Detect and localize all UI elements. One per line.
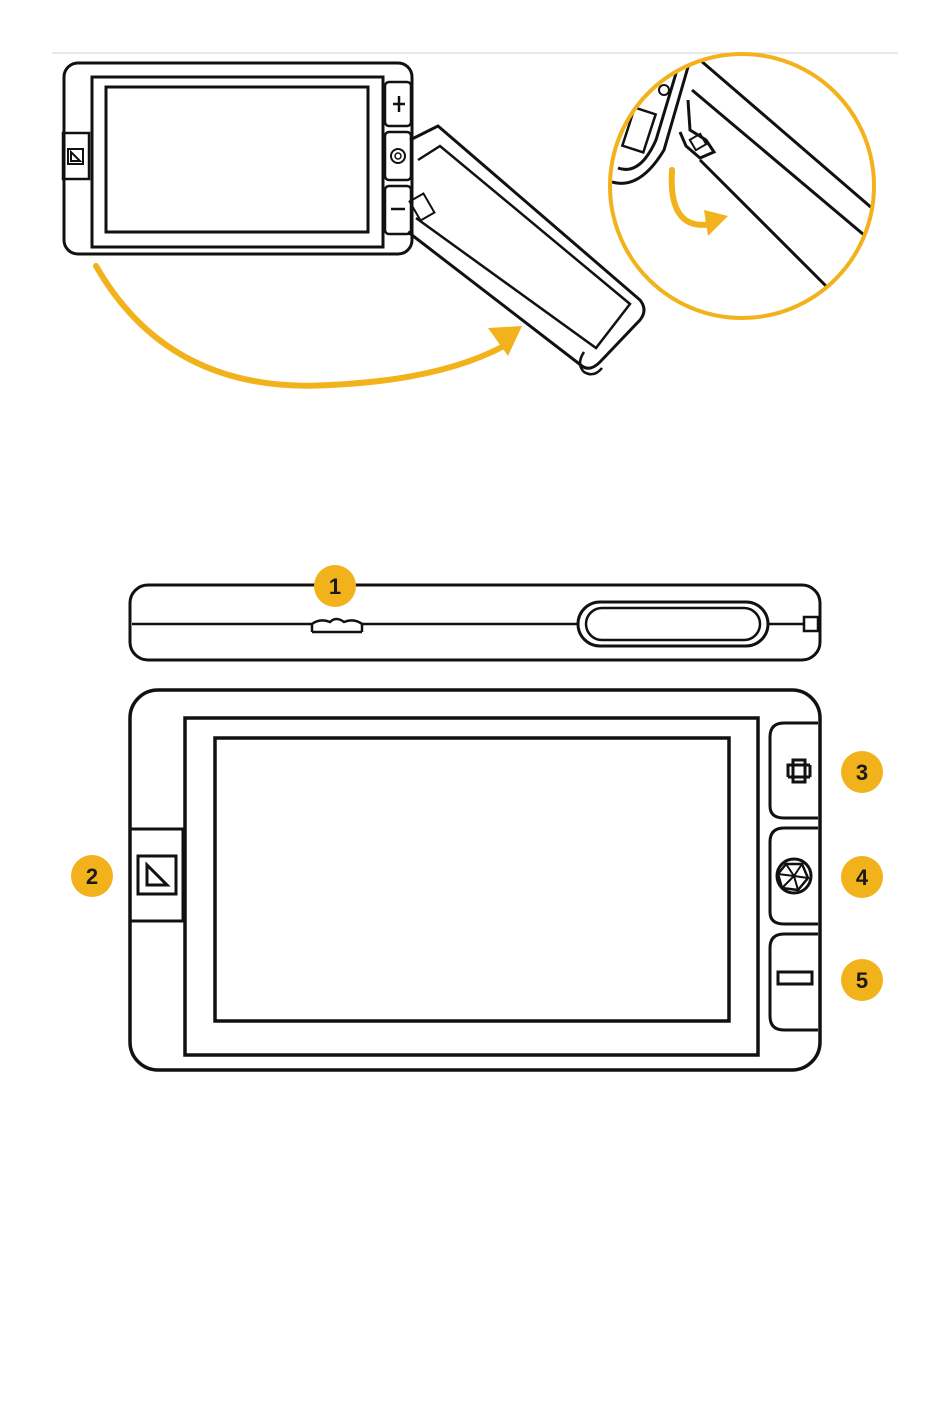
plus-icon bbox=[393, 96, 405, 112]
top-edge-control bbox=[312, 619, 362, 632]
capture-button[interactable] bbox=[770, 828, 818, 924]
plus-icon bbox=[788, 760, 810, 782]
minus-icon bbox=[778, 972, 812, 984]
device-body bbox=[64, 63, 412, 254]
stand-arm bbox=[408, 126, 644, 374]
camera-shutter-icon bbox=[391, 149, 405, 163]
device-with-stand bbox=[63, 63, 644, 386]
callout-number: 3 bbox=[856, 760, 868, 785]
side-port bbox=[804, 617, 818, 631]
callout-5: 5 bbox=[841, 959, 883, 1001]
device-screen bbox=[106, 87, 368, 232]
callout-1: 1 bbox=[314, 565, 356, 607]
device-screen-bezel bbox=[92, 77, 383, 247]
device-front-bezel bbox=[185, 718, 758, 1055]
callout-2: 2 bbox=[71, 855, 113, 897]
right-triangle-icon bbox=[147, 865, 167, 885]
camera-shutter-icon bbox=[777, 859, 811, 893]
zoom-in-button[interactable] bbox=[770, 723, 818, 818]
callout-4: 4 bbox=[841, 856, 883, 898]
callout-number: 5 bbox=[856, 968, 868, 993]
swing-arrow bbox=[96, 266, 504, 386]
device-front-screen bbox=[215, 738, 729, 1021]
callout-number: 2 bbox=[86, 864, 98, 889]
callout-3: 3 bbox=[841, 751, 883, 793]
hinge-detail bbox=[610, 54, 880, 318]
callout-number: 4 bbox=[856, 865, 869, 890]
right-triangle-icon bbox=[68, 149, 83, 164]
device-front-body bbox=[130, 690, 820, 1070]
callout-number: 1 bbox=[329, 574, 341, 599]
zoom-out-button[interactable] bbox=[770, 934, 818, 1030]
capture-button-small bbox=[385, 132, 411, 180]
device-front-view bbox=[130, 690, 820, 1070]
device-top-edge-view bbox=[130, 585, 820, 660]
mode-button[interactable] bbox=[130, 829, 183, 921]
